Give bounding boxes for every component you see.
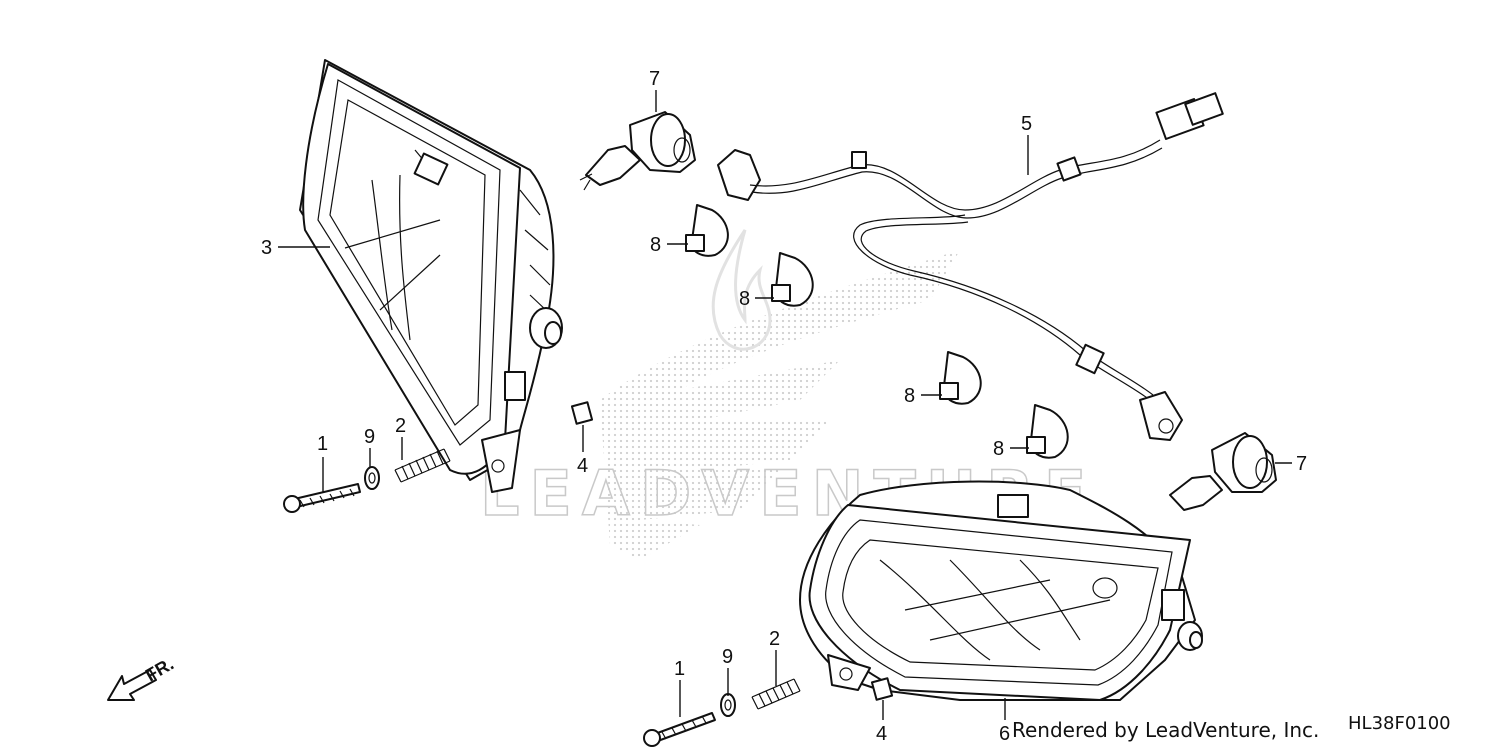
screw-lower[interactable] (643, 712, 716, 747)
figure-code: HL38F0100 (1348, 713, 1451, 734)
front-direction-indicator: FR. (107, 654, 177, 701)
screw-upper[interactable] (283, 483, 361, 513)
spring-upper[interactable] (394, 448, 451, 483)
washer-lower[interactable] (720, 693, 736, 717)
callout-8-b: 8 (739, 288, 750, 310)
headlight-lower[interactable] (799, 480, 1203, 701)
callout-9-upper: 9 (364, 426, 375, 448)
callout-5: 5 (1021, 113, 1032, 135)
callout-1-lower: 1 (674, 658, 685, 680)
washer-upper[interactable] (364, 466, 380, 490)
clip-c[interactable] (939, 351, 982, 405)
callout-8-d: 8 (993, 438, 1004, 460)
callout-7-upper: 7 (649, 68, 660, 90)
callout-4-lower: 4 (876, 723, 887, 745)
spring-lower[interactable] (751, 678, 801, 710)
callout-7-lower: 7 (1296, 453, 1307, 475)
callout-8-c: 8 (904, 385, 915, 407)
credit-text: Rendered by LeadVenture, Inc. (1012, 718, 1320, 742)
callout-1-upper: 1 (317, 433, 328, 455)
callouts: 1 9 2 3 4 7 8 8 5 8 8 7 1 9 2 4 6 (261, 68, 1307, 745)
callout-2-lower: 2 (769, 628, 780, 650)
callout-8-a: 8 (650, 234, 661, 256)
callout-2-upper: 2 (395, 415, 406, 437)
clip-b[interactable] (771, 252, 814, 307)
callout-6: 6 (999, 723, 1010, 745)
clip-d[interactable] (1026, 404, 1069, 459)
front-arrow-icon (107, 669, 157, 701)
nut-lower[interactable] (870, 677, 894, 701)
watermark-wing (600, 250, 960, 560)
clip-a[interactable] (685, 204, 729, 257)
leader-lines (278, 90, 1292, 720)
wiring-harness[interactable] (717, 92, 1224, 441)
callout-3: 3 (261, 237, 272, 259)
callout-9-lower: 9 (722, 646, 733, 668)
bulb-lower[interactable] (1169, 432, 1277, 511)
watermark-flame (711, 229, 772, 351)
headlight-upper[interactable] (299, 59, 563, 493)
bulb-upper[interactable] (579, 111, 696, 191)
callout-4-upper: 4 (577, 455, 588, 477)
nut-upper[interactable] (570, 401, 594, 425)
